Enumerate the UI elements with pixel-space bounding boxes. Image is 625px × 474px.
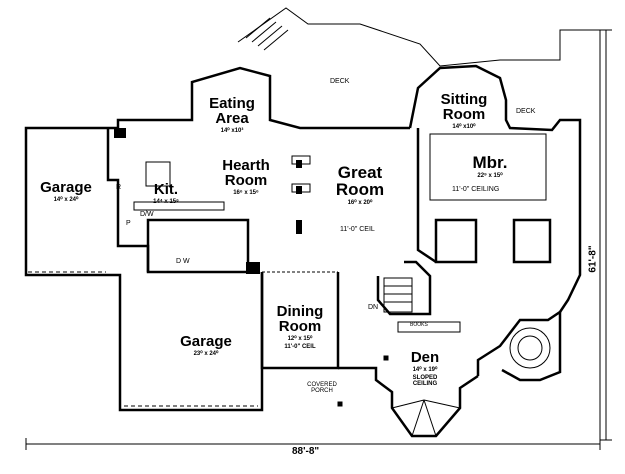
hearth-room-size: 16⁶ x 15⁶ xyxy=(233,190,259,196)
dining-room-ceiling: 11'-0" CEIL xyxy=(284,344,316,350)
eating-area-name-1: Eating xyxy=(209,95,255,112)
den-ceiling-1: SLOPED xyxy=(412,375,438,381)
hearth-room-name-2: Room xyxy=(224,172,268,189)
closet-right xyxy=(512,218,552,264)
dining-walls xyxy=(260,272,340,370)
den-label: Den 14⁰ x 19⁰ SLOPED CEILING xyxy=(400,350,450,387)
mbr-name: Mbr. xyxy=(472,153,508,172)
garage-main-size: 23⁰ x 24⁰ xyxy=(193,351,219,357)
left-garage-walls xyxy=(24,126,112,277)
sitting-room-label: Sitting Room 14⁰ x10⁰ xyxy=(434,92,494,130)
dining-room-label: Dining Room 12⁰ x 15⁰ 11'-0" CEIL xyxy=(270,304,330,350)
garage-left-label: Garage 14⁰ x 24⁰ xyxy=(36,180,96,203)
dining-room-name-2: Room xyxy=(278,318,322,335)
dining-room-size: 12⁰ x 15⁰ xyxy=(287,336,313,342)
depth-dimension: 61'-8" xyxy=(587,243,599,275)
garage-left-size: 14⁰ x 24⁰ xyxy=(53,197,79,203)
sitting-room-size: 14⁰ x10⁰ xyxy=(452,124,476,130)
deck-right-label: DECK xyxy=(516,108,536,115)
kitchen-west-wall xyxy=(106,128,150,272)
covered-porch-line2: PORCH xyxy=(311,388,333,394)
eating-area-name-2: Area xyxy=(215,110,249,127)
covered-porch-label: COVERED PORCH xyxy=(300,382,344,394)
covered-porch-line1: COVERED xyxy=(307,382,337,388)
master-ceiling-line xyxy=(429,133,547,201)
den-name: Den xyxy=(410,349,440,366)
washer-dryer-label: D W xyxy=(176,258,190,265)
width-dimension: 88'-8" xyxy=(290,446,322,457)
eating-area-size: 14⁰ x10³ xyxy=(220,128,244,134)
dining-room-name-1: Dining xyxy=(276,303,324,320)
great-room-name-1: Great xyxy=(337,163,383,182)
great-room-name-2: Room xyxy=(335,180,385,199)
kitchen-counter xyxy=(133,201,225,211)
great-room-label: Great Room 16⁰ x 20⁰ xyxy=(330,164,390,206)
dw-label: D/W xyxy=(140,211,154,218)
bath-walls xyxy=(476,309,562,382)
hearth-room-label: Hearth Room 16⁶ x 15⁶ xyxy=(216,158,276,196)
deck-stairs xyxy=(245,17,289,51)
sitting-room-name-2: Room xyxy=(442,106,486,123)
garage-left-name: Garage xyxy=(40,179,92,196)
great-room-east-wall xyxy=(416,128,437,264)
closet-left xyxy=(434,218,478,264)
tub-outer xyxy=(509,327,551,369)
kitchen-island xyxy=(145,161,171,187)
kit-label: Kit. 14⁴ x 15⁶ xyxy=(146,182,186,205)
books-shelf xyxy=(397,321,461,333)
den-size: 14⁰ x 19⁰ xyxy=(412,367,438,373)
hearth-room-name-1: Hearth xyxy=(222,157,270,174)
tub-inner xyxy=(517,335,543,361)
mbr-size: 22⁹ x 15⁰ xyxy=(477,173,503,179)
refrigerator-label: R xyxy=(116,184,122,191)
laundry-block xyxy=(146,218,250,274)
kit-size: 14⁴ x 15⁶ xyxy=(153,199,179,205)
eating-area-label: Eating Area 14⁰ x10³ xyxy=(202,96,262,134)
books-label: BOOKS xyxy=(410,322,428,328)
mbr-ceiling: 11'-0" CEILING xyxy=(452,186,500,193)
den-ceiling-2: CEILING xyxy=(412,381,438,387)
sitting-room-name-1: Sitting xyxy=(440,91,488,108)
great-room-size: 16⁰ x 20⁰ xyxy=(347,200,373,206)
foyer-walls xyxy=(338,366,479,438)
mbr-label: Mbr. 22⁹ x 15⁰ xyxy=(462,154,518,179)
great-room-ceiling: 11'-0" CEIL xyxy=(340,226,375,233)
stair-walls xyxy=(376,260,432,316)
deck-top-label: DECK xyxy=(330,78,350,85)
dn-label: DN xyxy=(368,304,379,311)
pantry-label: P xyxy=(126,220,131,227)
deck-outline xyxy=(237,7,601,440)
kitchen-north-wall xyxy=(108,66,410,130)
garage-main-name: Garage xyxy=(180,333,232,350)
kit-name: Kit. xyxy=(153,181,179,198)
garage-main-label: Garage 23⁰ x 24⁰ xyxy=(176,334,236,357)
stair-flight xyxy=(383,277,413,313)
master-wing-walls xyxy=(408,64,582,313)
